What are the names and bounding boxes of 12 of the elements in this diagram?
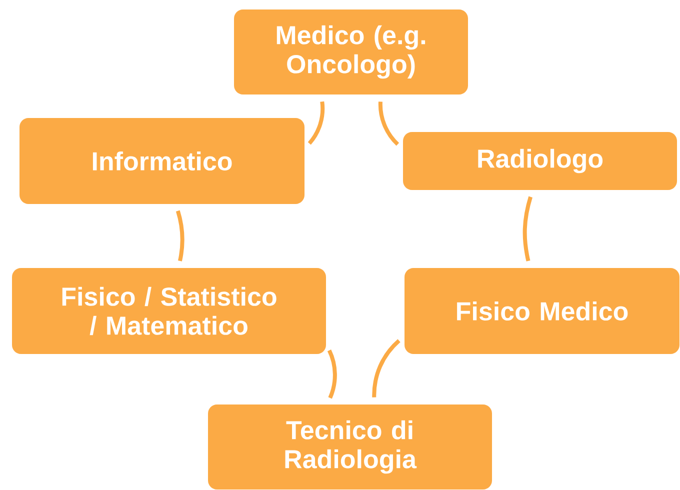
role-box: Informatico	[20, 118, 304, 204]
role-box: Radiologo	[403, 132, 677, 190]
role-box: Medico (e.g. Oncologo)	[234, 10, 468, 94]
connector-arc	[522, 196, 532, 262]
connector-arc	[378, 102, 400, 146]
connector-arc	[308, 101, 325, 145]
role-box: Tecnico di Radiologia	[208, 404, 492, 490]
role-box: Fisico / Statistico / Matematico	[12, 268, 326, 354]
role-box: Fisico Medico	[404, 268, 680, 354]
connector-arc	[327, 350, 337, 399]
connector-arc	[372, 339, 400, 398]
connector-arc	[176, 210, 184, 262]
